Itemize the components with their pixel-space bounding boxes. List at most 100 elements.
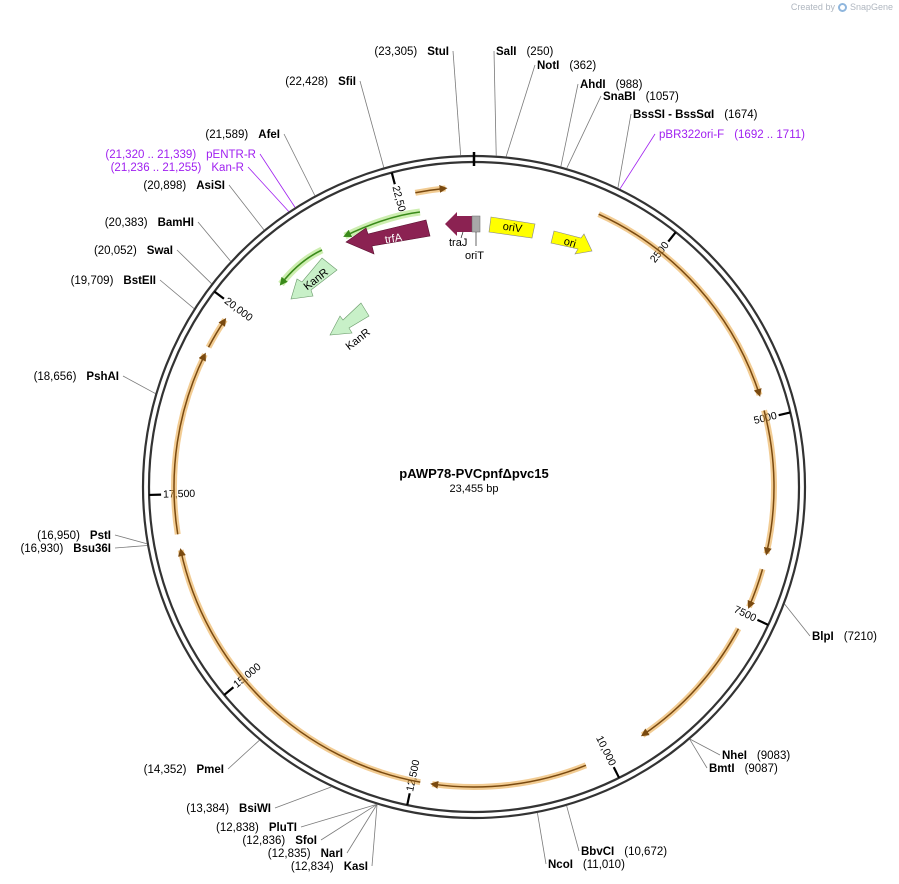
kanr-arc-lower-line (279, 249, 323, 286)
site-label: (12,838) PluTI (216, 822, 297, 834)
site-label: (19,709)BstEII (71, 275, 156, 287)
site-label: (12,834) KasI (291, 861, 368, 873)
orf-arrow (178, 548, 421, 783)
site-leader (359, 80, 385, 168)
site-position: (12,834) (291, 861, 334, 873)
site-name: PshAI (86, 371, 119, 383)
site-label: (13,384) BsiWI (186, 803, 271, 815)
plasmid-length: 23,455 bp (450, 483, 499, 495)
orf-glow (640, 627, 742, 738)
site-leader (493, 50, 497, 156)
site-name: StuI (427, 46, 449, 58)
watermark-brand: SnapGene (849, 2, 893, 12)
site-label: (12,835)NarI (268, 848, 343, 860)
site-position: (1057) (646, 91, 679, 103)
site-leader (114, 534, 147, 545)
site-leaders (114, 50, 811, 867)
site-label: (16,950)PstI (37, 530, 111, 542)
site-name: NheI (722, 750, 747, 762)
site-position: (9083) (757, 750, 790, 762)
site-name: PmeI (197, 764, 225, 776)
site-label: (20,052) SwaI (94, 245, 173, 257)
site-position: (13,384) (186, 803, 229, 815)
snapgene-logo-icon (837, 2, 847, 12)
site-leader (452, 50, 462, 156)
ruler-tick (778, 411, 791, 417)
ruler-tick-label: 10,000 (593, 734, 618, 768)
primer-range: (1692 .. 1711) (734, 129, 805, 141)
site-leader (227, 739, 260, 770)
site-position: (10,672) (624, 846, 667, 858)
site-label: BbvCI(10,672) (581, 846, 667, 858)
site-position: (988) (616, 79, 643, 91)
orf-glow (431, 762, 588, 790)
site-position: (11,010) (583, 859, 625, 871)
site-leader (784, 603, 811, 637)
site-leader (300, 804, 377, 828)
site-position: (22,428) (285, 76, 328, 88)
orf-arrow (640, 628, 740, 737)
site-labels: SalI(250)NotI(362)AhdI(988)SnaBI(1057)Bs… (20, 46, 877, 873)
site-name: BamHI (158, 217, 194, 229)
site-label: AhdI(988) (580, 79, 643, 91)
site-leader (617, 113, 632, 188)
orf-arrow (415, 184, 448, 194)
site-label: NheI (9083) (722, 750, 790, 762)
orf-glow (597, 211, 763, 396)
orit-box (471, 215, 481, 233)
site-label: BssSI - BssSαI(1674) (633, 109, 758, 121)
primer-name: pBR322ori-F (659, 129, 724, 141)
ruler-tick-label: 7500 (732, 604, 758, 625)
site-name: SalI (496, 46, 516, 58)
site-position: (9087) (745, 763, 778, 775)
site-name: SfiI (338, 76, 356, 88)
site-leader (228, 184, 265, 231)
watermark-prefix: Created by (790, 2, 835, 12)
site-name: SwaI (147, 245, 173, 257)
site-name: AsiSI (196, 180, 225, 192)
site-position: (20,052) (94, 245, 137, 257)
site-leader (114, 545, 148, 549)
site-position: (21,589) (205, 129, 248, 141)
site-position: (23,305) (374, 46, 417, 58)
site-leader (689, 738, 721, 756)
site-label: SalI(250) (496, 46, 553, 58)
site-name: NcoI (548, 859, 573, 871)
site-leader (371, 804, 378, 867)
site-name: BsiWI (239, 803, 271, 815)
orf-glow (171, 353, 208, 535)
site-leader (689, 739, 708, 769)
ori-label: ori (562, 236, 577, 251)
ruler-tick (213, 290, 225, 300)
site-leader (505, 64, 536, 157)
orf-glow (177, 549, 421, 786)
site-position: (12,838) (216, 822, 259, 834)
ruler-tick (612, 766, 621, 779)
site-label: (22,428) SfiI (285, 76, 356, 88)
plasmid-name: pAWP78-PVCpnfΔpvc15 (399, 466, 549, 481)
site-position: (20,383) (105, 217, 148, 229)
site-position: (19,709) (71, 275, 114, 287)
site-position: (12,836) (242, 835, 285, 847)
site-position: (20,898) (143, 180, 186, 192)
site-label: SnaBI(1057) (603, 91, 679, 103)
orf-arrow (598, 213, 762, 397)
ruler-tick (667, 231, 677, 243)
site-label: (18,656)PshAI (34, 371, 119, 383)
primer-name: Kan-R (211, 162, 244, 174)
site-label: NcoI (11,010) (548, 859, 625, 871)
site-leader (122, 375, 156, 394)
site-leader (566, 95, 602, 169)
site-position: (362) (569, 60, 596, 72)
kanr-arrow-2 (329, 302, 370, 336)
site-name: PluTI (269, 822, 297, 834)
ruler-tick (406, 793, 411, 806)
site-position: (16,950) (37, 530, 80, 542)
site-name: KasI (344, 861, 368, 873)
ruler-tick-label: 20,000 (222, 295, 255, 324)
site-label: (20,383) BamHI (105, 217, 194, 229)
site-label: (20,898) AsiSI (143, 180, 225, 192)
primer-leader (247, 166, 290, 212)
site-leader (320, 804, 378, 841)
